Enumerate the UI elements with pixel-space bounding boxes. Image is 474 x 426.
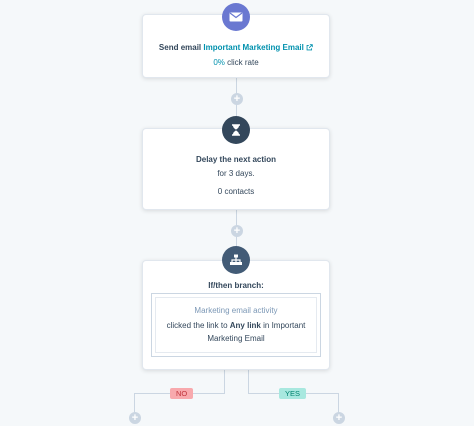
add-action-button-2[interactable]: + xyxy=(231,225,243,237)
click-rate: 0% click rate xyxy=(213,58,259,67)
branch-action-badge xyxy=(222,246,250,274)
no-branch-label: NO xyxy=(170,388,194,399)
branch-icon xyxy=(230,254,242,265)
connector-no-branch xyxy=(134,393,135,413)
connector-branch-down xyxy=(224,370,225,393)
delay-action-badge xyxy=(222,116,250,144)
email-name-link[interactable]: Important Marketing Email xyxy=(203,43,304,52)
connector-yes-branch xyxy=(338,393,339,413)
add-action-yes-branch[interactable]: + xyxy=(333,412,345,424)
condition-text: clicked the link to Any link in Importan… xyxy=(166,321,306,330)
branch-title: If/then branch: xyxy=(208,281,264,290)
if-then-branch-card[interactable]: If/then branch: Marketing email activity… xyxy=(142,260,330,370)
envelope-icon xyxy=(229,12,243,22)
email-action-badge xyxy=(222,3,250,31)
condition-link: Any link xyxy=(229,321,261,330)
yes-branch-label: YES xyxy=(279,388,307,399)
branch-condition-box[interactable]: Marketing email activity clicked the lin… xyxy=(151,293,321,357)
add-action-no-branch[interactable]: + xyxy=(129,412,141,424)
external-link-icon[interactable] xyxy=(306,44,313,51)
condition-text-line2: Marketing Email xyxy=(207,334,265,343)
delay-contacts[interactable]: 0 contacts xyxy=(217,187,255,196)
add-action-button-1[interactable]: + xyxy=(231,93,243,105)
send-email-title: Send email Important Marketing Email xyxy=(143,43,329,52)
click-rate-value: 0% xyxy=(213,58,225,67)
condition-title: Marketing email activity xyxy=(194,306,278,315)
delay-detail: for 3 days. xyxy=(217,169,255,178)
connector-branch-down-right xyxy=(248,370,249,393)
hourglass-icon xyxy=(232,124,240,136)
delay-title: Delay the next action xyxy=(195,155,277,164)
